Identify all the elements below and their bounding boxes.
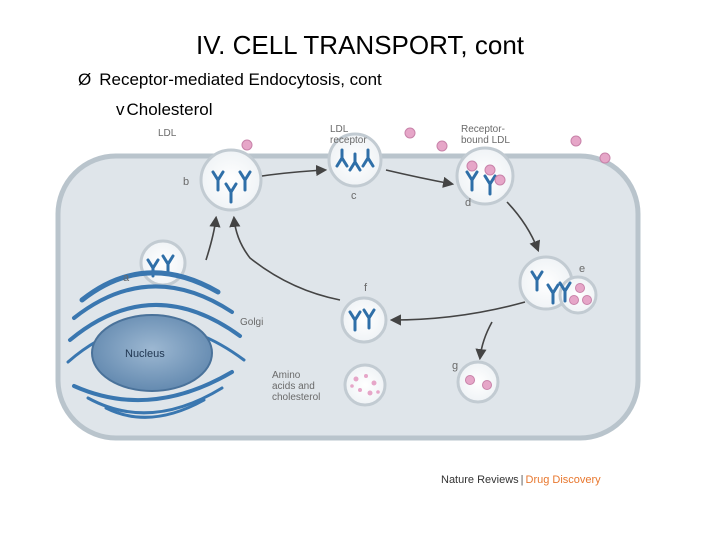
arrow-f-to-b: [229, 215, 341, 301]
lysosome-g: [456, 360, 500, 404]
golgi-apparatus: [66, 270, 246, 419]
digested-vesicle: [343, 363, 387, 407]
label-receptor-bound-line2: bound LDL: [461, 135, 510, 146]
image-credit: Nature Reviews|Drug Discovery: [441, 474, 601, 486]
step-label-d: d: [465, 197, 471, 209]
vesicle-b: [199, 148, 263, 212]
slide-title: IV. CELL TRANSPORT, cont: [195, 30, 525, 60]
credit-journal: Nature Reviews: [441, 474, 519, 486]
arrow-e-to-g: [475, 321, 493, 361]
credit-brand: Drug Discovery: [525, 474, 601, 486]
nucleus: [91, 314, 213, 392]
step-label-g: g: [452, 360, 458, 372]
step-label-c: c: [351, 190, 357, 202]
arrow-c-to-d: [385, 169, 455, 188]
bullet-arrow-icon: Ø: [78, 70, 92, 89]
extracellular-ldl-particles: [241, 127, 611, 164]
label-ldl-receptor-line1: LDL: [330, 124, 349, 135]
bullet-diamond-icon: v: [116, 100, 125, 119]
label-ldl: LDL: [158, 128, 177, 139]
label-ldl-receptor-line2: receptor: [330, 135, 367, 146]
label-amino-line3: cholesterol: [272, 392, 320, 403]
label-amino-line1: Amino: [272, 370, 301, 381]
bullet-receptor-mediated: Ø Receptor-mediated Endocytosis, cont: [78, 70, 382, 90]
credit-separator: |: [520, 474, 524, 486]
label-receptor-bound-line1: Receptor-: [461, 124, 505, 135]
vesicle-d: [455, 146, 515, 206]
arrow-a-to-b: [205, 215, 221, 261]
vesicle-c: [327, 132, 383, 188]
step-label-e: e: [579, 263, 585, 275]
label-golgi: Golgi: [240, 317, 263, 328]
bullet-text: Cholesterol: [126, 100, 213, 119]
step-label-a: a: [123, 272, 130, 284]
label-nucleus: Nucleus: [125, 348, 165, 360]
pathway-arrows: [205, 164, 541, 361]
step-label-f: f: [364, 282, 368, 294]
arrow-e-to-f: [389, 301, 526, 326]
arrow-b-to-c: [261, 164, 328, 177]
endosome-e: [518, 255, 598, 315]
step-label-b: b: [183, 176, 189, 188]
arrow-d-to-e: [506, 201, 541, 253]
bullet-text: Receptor-mediated Endocytosis, cont: [99, 70, 382, 89]
label-amino-line2: acids and: [272, 381, 315, 392]
recycling-vesicle-f: [340, 296, 388, 344]
